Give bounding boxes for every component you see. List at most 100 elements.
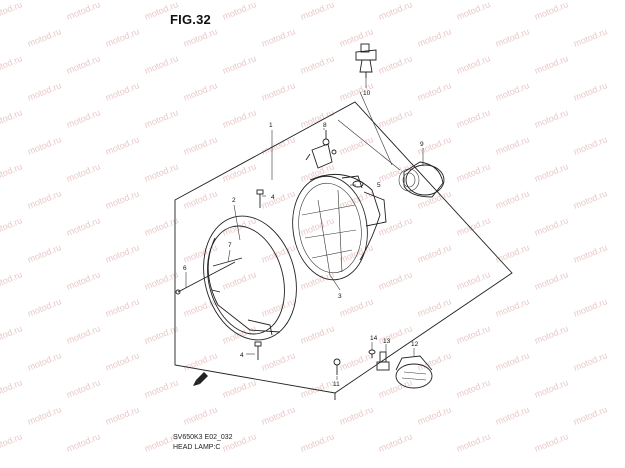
watermark-text: motod.ru [104, 134, 141, 157]
watermark-text: motod.ru [182, 80, 219, 103]
watermark-text: motod.ru [533, 269, 570, 292]
watermark-text: motod.ru [494, 350, 531, 373]
watermark-text: motod.ru [260, 134, 297, 157]
watermark-text: motod.ru [260, 26, 297, 49]
watermark-text: motod.ru [65, 323, 102, 346]
watermark-text: motod.ru [572, 80, 609, 103]
watermark-text: motod.ru [0, 431, 24, 454]
watermark-text: motod.ru [0, 377, 24, 400]
watermark-text: motod.ru [377, 0, 414, 22]
headlamp-rim [203, 215, 297, 341]
watermark-text: motod.ru [104, 80, 141, 103]
adjust-screw-long [175, 261, 236, 295]
watermark-text: motod.ru [572, 26, 609, 49]
watermark-text: motod.ru [533, 323, 570, 346]
watermark-text: motod.ru [65, 215, 102, 238]
callout-6: 6 [183, 265, 187, 272]
watermark-text: motod.ru [65, 0, 102, 22]
watermark-text: motod.ru [377, 107, 414, 130]
headlamp-unit [292, 173, 387, 281]
watermark-text: motod.ru [182, 404, 219, 427]
watermark-text: motod.ru [455, 215, 492, 238]
watermark-text: motod.ru [0, 323, 24, 346]
watermark-text: motod.ru [338, 242, 375, 265]
watermark-text: motod.ru [143, 53, 180, 76]
callout-5: 5 [377, 182, 381, 189]
watermark-text: motod.ru [572, 350, 609, 373]
callout-8: 8 [323, 122, 327, 129]
socket-cover [398, 161, 445, 198]
watermark-text: motod.ru [455, 107, 492, 130]
watermark-text: motod.ru [494, 404, 531, 427]
drawing-code: SV650K3 E02_032 [173, 434, 233, 441]
callout-13: 13 [383, 338, 391, 345]
watermark-text: motod.ru [494, 242, 531, 265]
watermark-text: motod.ru [65, 269, 102, 292]
watermark-text: motod.ru [299, 215, 336, 238]
figure-title: FIG.32 [170, 12, 211, 27]
watermark-text: motod.ru [299, 53, 336, 76]
watermark-text: motod.ru [377, 377, 414, 400]
watermark-text: motod.ru [455, 377, 492, 400]
watermark-text: motod.ru [104, 242, 141, 265]
watermark-text: motod.ru [299, 0, 336, 22]
watermark-text: motod.ru [533, 215, 570, 238]
adjust-screw-short [212, 257, 243, 267]
watermark-text: motod.ru [104, 188, 141, 211]
callout-14: 14 [370, 335, 378, 342]
headlight-bulb [355, 43, 377, 78]
watermark-text: motod.ru [416, 188, 453, 211]
watermark-text: motod.ru [0, 215, 24, 238]
watermark-text: motod.ru [182, 26, 219, 49]
watermark-text: motod.ru [377, 53, 414, 76]
assembly-frame [174, 101, 513, 394]
watermark-text: motod.ru [533, 53, 570, 76]
watermark-text: motod.ru [221, 107, 258, 130]
watermark-text: motod.ru [0, 0, 24, 22]
callout-11: 11 [333, 381, 340, 388]
watermark-text: motod.ru [533, 107, 570, 130]
watermark-text: motod.ru [26, 80, 63, 103]
watermark-text: motod.ru [65, 377, 102, 400]
watermark-text: motod.ru [416, 26, 453, 49]
callout-2: 2 [232, 197, 236, 204]
watermark-text: motod.ru [143, 161, 180, 184]
watermark-text: motod.ru [65, 53, 102, 76]
watermark-text: motod.ru [416, 80, 453, 103]
callout-4-upper: 4 [271, 194, 275, 201]
callout-1: 1 [269, 122, 273, 129]
watermark-text: motod.ru [182, 134, 219, 157]
watermark-text: motod.ru [338, 296, 375, 319]
watermark-text: motod.ru [377, 215, 414, 238]
watermark-text: motod.ru [0, 53, 24, 76]
watermark-text: motod.ru [260, 404, 297, 427]
watermark-text: motod.ru [299, 323, 336, 346]
watermark-text: motod.ru [143, 107, 180, 130]
watermark-text: motod.ru [455, 323, 492, 346]
watermark-text: motod.ru [455, 269, 492, 292]
watermark-text: motod.ru [26, 26, 63, 49]
mounting-bracket [305, 130, 337, 169]
watermark-text: motod.ru [455, 161, 492, 184]
watermark-text: motod.ru [416, 350, 453, 373]
watermark-text: motod.ru [494, 80, 531, 103]
watermark-text: motod.ru [26, 188, 63, 211]
watermark-text: motod.ru [338, 134, 375, 157]
callout-10: 10 [363, 90, 371, 97]
watermark-text: motod.ru [221, 53, 258, 76]
screw-lower [254, 341, 262, 360]
screw-bottom [333, 358, 341, 375]
watermark-text: motod.ru [0, 161, 24, 184]
watermark-text: motod.ru [143, 0, 180, 22]
watermark-text: motod.ru [533, 0, 570, 22]
watermark-text: motod.ru [533, 377, 570, 400]
watermark-text: motod.ru [260, 188, 297, 211]
callout-7: 7 [228, 242, 232, 249]
watermark-text: motod.ru [221, 323, 258, 346]
grommet [352, 180, 364, 188]
watermark-text: motod.ru [299, 431, 336, 454]
watermark-text: motod.ru [416, 296, 453, 319]
callout-4-lower: 4 [240, 352, 244, 359]
